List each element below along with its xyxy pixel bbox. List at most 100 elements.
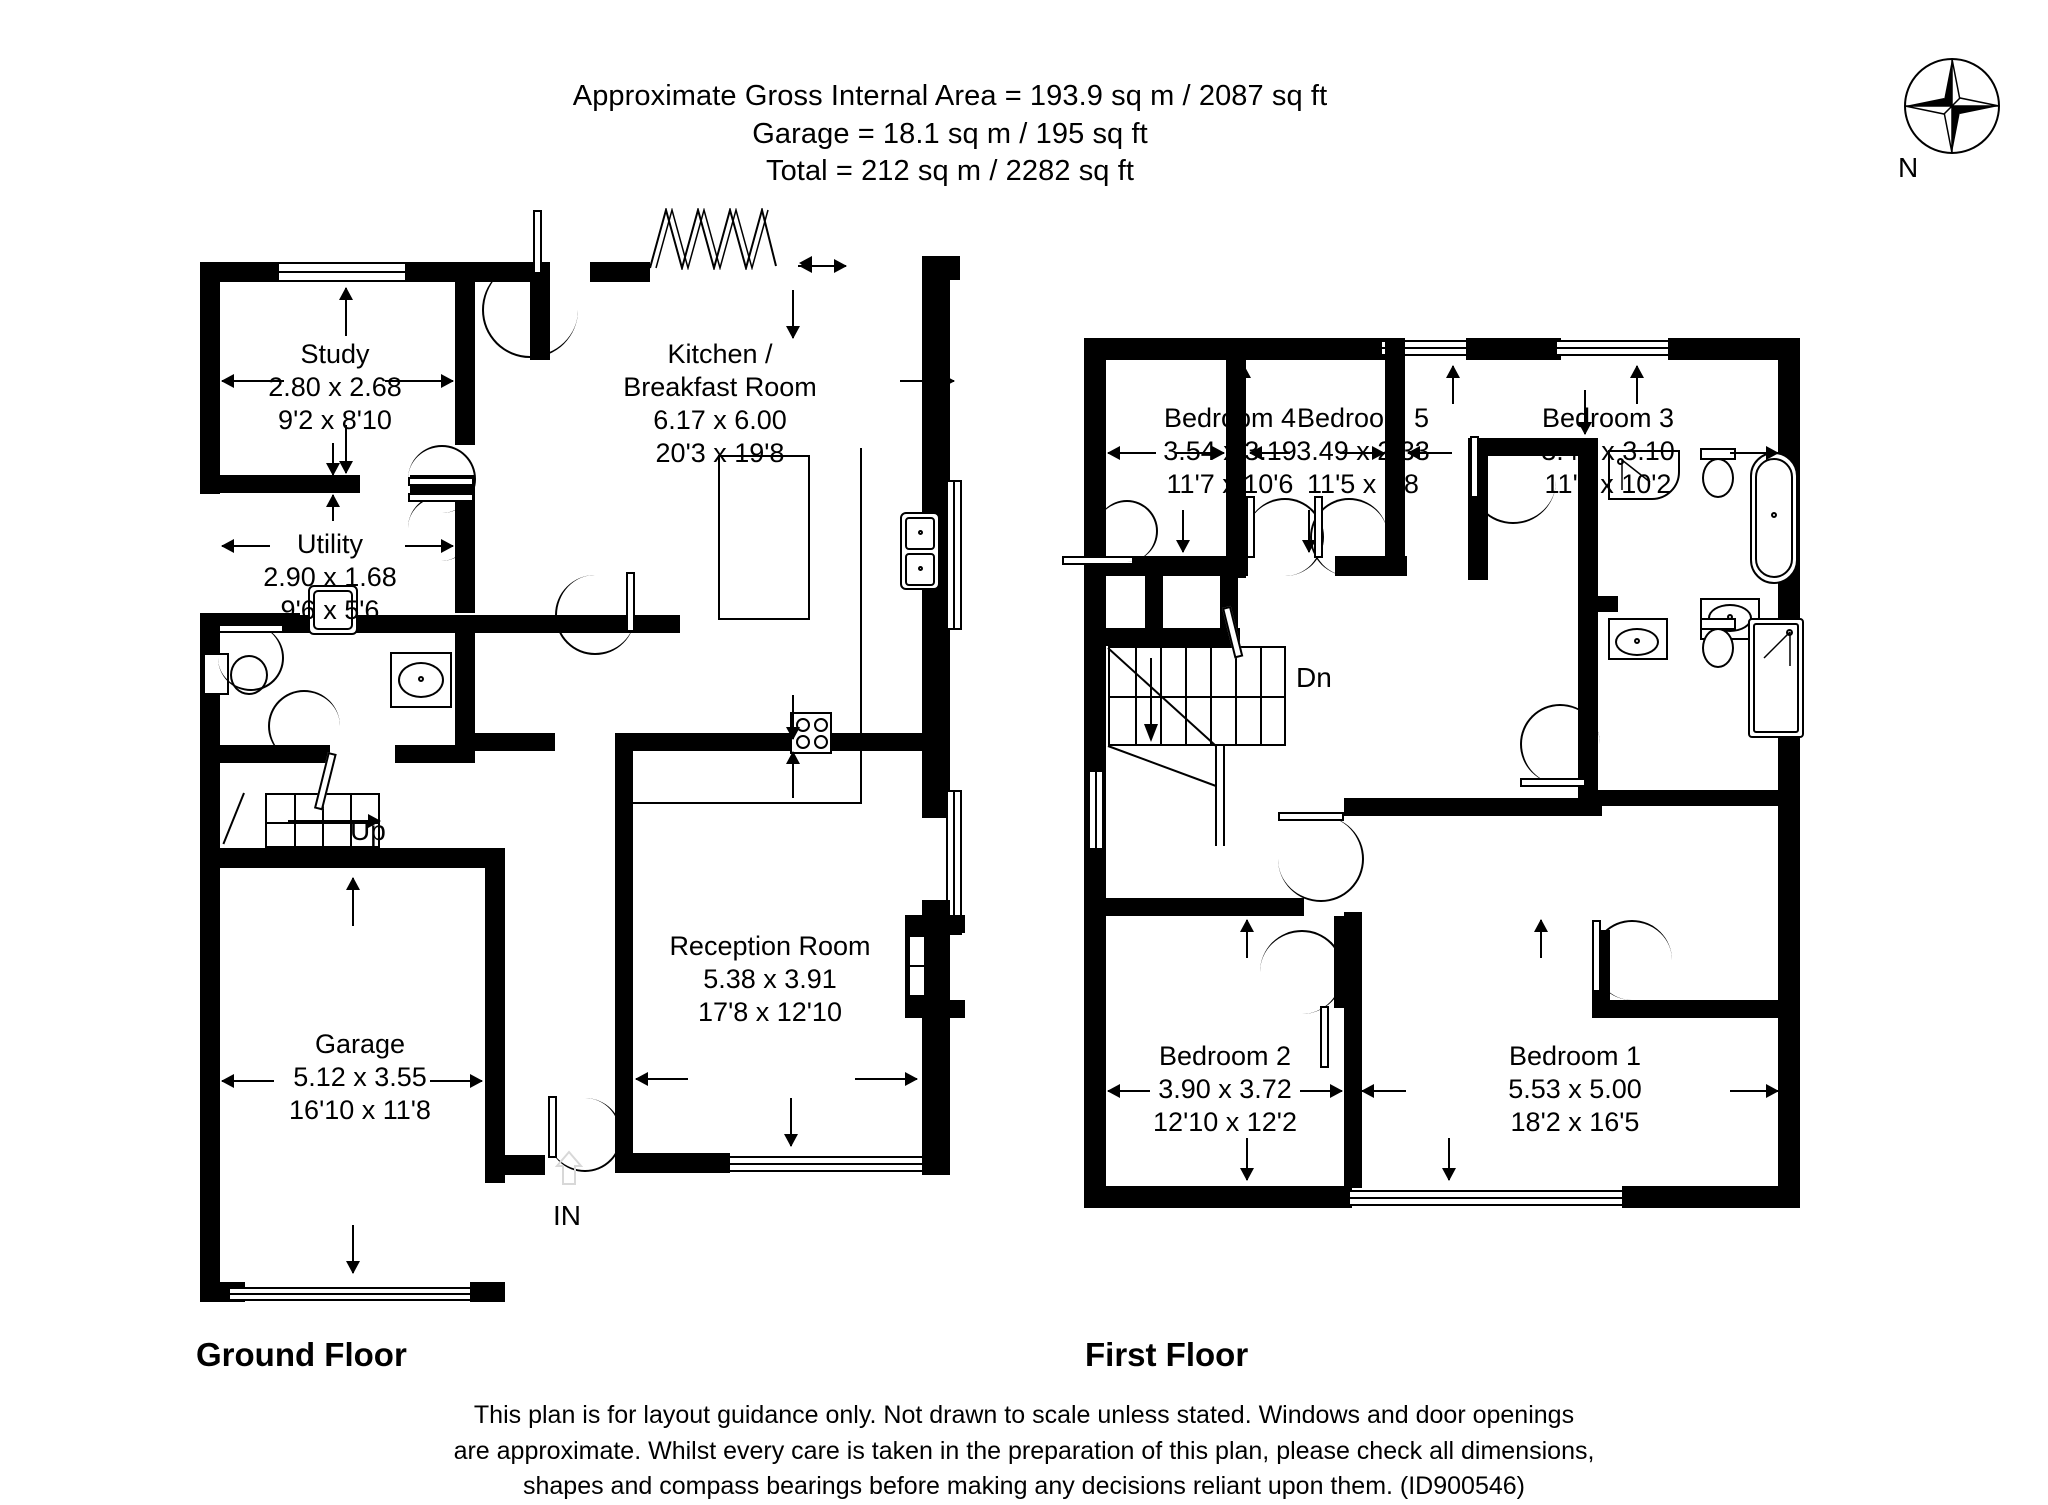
wall — [455, 615, 475, 760]
door-leaf — [1246, 496, 1255, 558]
door-leaf — [533, 210, 542, 274]
dimension-arrow — [635, 1072, 688, 1086]
tap-icon — [918, 566, 923, 571]
dimension-arrow — [1340, 446, 1385, 460]
door-swing — [408, 445, 476, 513]
room-label-bedroom-1: Bedroom 1 5.53 x 5.00 18'2 x 16'5 — [1508, 1041, 1642, 1137]
window — [1555, 340, 1673, 356]
door-leaf — [1470, 436, 1479, 498]
door-swing — [268, 690, 340, 762]
bath-inner-icon — [1755, 458, 1793, 578]
basin-icon — [1615, 628, 1659, 656]
room-label-kitchen-breakfast: Kitchen / Breakfast Room 6.17 x 6.00 20'… — [623, 339, 817, 468]
wall — [1778, 685, 1800, 1208]
dimension-arrow — [1730, 1084, 1779, 1098]
hob-ring-icon — [814, 718, 828, 732]
basin-drain-icon — [1634, 638, 1640, 644]
room-label-study: Study 2.80 x 2.68 9'2 x 8'10 — [268, 339, 402, 435]
dimension-arrow — [339, 287, 353, 336]
door-swing — [1520, 704, 1600, 784]
room-label-bedroom-2: Bedroom 2 3.90 x 3.72 12'10 x 12'2 — [1153, 1041, 1297, 1137]
wall — [1578, 440, 1598, 596]
dimension-arrow — [1630, 365, 1644, 404]
dimension-arrow — [1446, 365, 1460, 404]
dimension-arrow — [798, 259, 847, 273]
window — [946, 480, 962, 630]
wall — [1466, 338, 1561, 360]
door-leaf — [1592, 920, 1601, 992]
wall — [200, 262, 220, 494]
wall — [1100, 628, 1240, 646]
room-label-garage: Garage 5.12 x 3.55 16'10 x 11'8 — [289, 1029, 431, 1125]
dimension-arrow — [385, 374, 454, 388]
dimension-arrow — [339, 425, 353, 474]
entrance-arrow-icon — [555, 1150, 583, 1185]
door-swing — [218, 625, 284, 691]
wall — [1344, 1008, 1362, 1188]
door-swing — [482, 262, 578, 358]
dimension-arrow — [1107, 446, 1156, 460]
wall — [590, 262, 650, 282]
wall — [200, 848, 220, 1300]
stair-edge — [222, 792, 245, 845]
ground-floor-plan: Study 2.80 x 2.68 9'2 x 8'10 Utility 2.9… — [0, 0, 1000, 1320]
hob-ring-icon — [814, 735, 828, 749]
door-leaf — [408, 493, 474, 502]
wall — [615, 733, 922, 751]
dimension-arrow — [1407, 446, 1452, 460]
door-swing — [555, 575, 635, 655]
dimension-arrow — [430, 1074, 483, 1088]
door-leaf — [1520, 778, 1586, 787]
disclaimer-line-1: This plan is for layout guidance only. N… — [473, 1401, 1575, 1429]
shower-tray-icon — [1753, 623, 1799, 733]
counter-edge — [620, 802, 862, 804]
dimension-arrow — [1237, 365, 1251, 404]
wall — [615, 1153, 730, 1173]
wall — [200, 848, 505, 868]
shower-arm-icon — [1621, 459, 1651, 490]
shower-arm-icon — [1763, 631, 1791, 666]
wall — [1622, 1186, 1800, 1208]
stair-up-label: Up — [350, 815, 386, 846]
door-leaf — [408, 477, 474, 486]
tap-icon — [918, 530, 923, 535]
kitchen-island — [718, 455, 810, 620]
window — [1088, 770, 1104, 850]
front-door-swing — [548, 1098, 622, 1172]
toilet-icon — [1702, 458, 1734, 498]
wall — [1385, 338, 1405, 576]
wall — [1145, 556, 1163, 632]
door-swing — [1278, 816, 1364, 902]
dimension-arrow — [784, 1098, 798, 1147]
wall — [470, 1282, 505, 1302]
dimension-arrow — [1176, 510, 1190, 553]
room-label-utility: Utility 2.90 x 1.68 9'6 x 5'6 — [263, 529, 397, 625]
wall — [1580, 438, 1598, 440]
stair-down-label: Dn — [1296, 662, 1332, 693]
wall — [1084, 898, 1304, 916]
disclaimer-line-2: are approximate. Whilst every care is ta… — [453, 1436, 1595, 1465]
wall — [922, 256, 960, 280]
disclaimer-line-3: shapes and compass bearings before makin… — [523, 1472, 1525, 1500]
wall — [1700, 1000, 1782, 1018]
total-area: Total = 212 sq m / 2282 sq ft — [765, 155, 1135, 188]
dimension-arrow — [1578, 390, 1592, 435]
wall — [922, 900, 950, 1175]
wall — [485, 848, 505, 1183]
dimension-arrow — [1240, 1138, 1254, 1181]
wall — [1276, 1186, 1352, 1208]
area-summary: Approximate Gross Internal Area = 193.9 … — [0, 78, 1900, 191]
wall — [1344, 798, 1580, 816]
bath-drain-icon — [1771, 512, 1777, 518]
room-label-bedroom-5: Bedroom 5 3.49 x 2.33 11'5 x 7'8 — [1296, 403, 1430, 499]
stair-direction-arrow — [288, 814, 381, 828]
dimension-arrow — [405, 539, 454, 553]
dimension-arrow — [786, 751, 800, 798]
dimension-arrow — [346, 1225, 360, 1274]
gross-internal-area: Approximate Gross Internal Area = 193.9 … — [572, 80, 1328, 112]
basin-icon — [398, 662, 444, 698]
wall — [615, 751, 633, 1171]
toilet-icon — [1702, 628, 1734, 668]
wall — [1668, 338, 1800, 360]
wall — [455, 262, 475, 445]
